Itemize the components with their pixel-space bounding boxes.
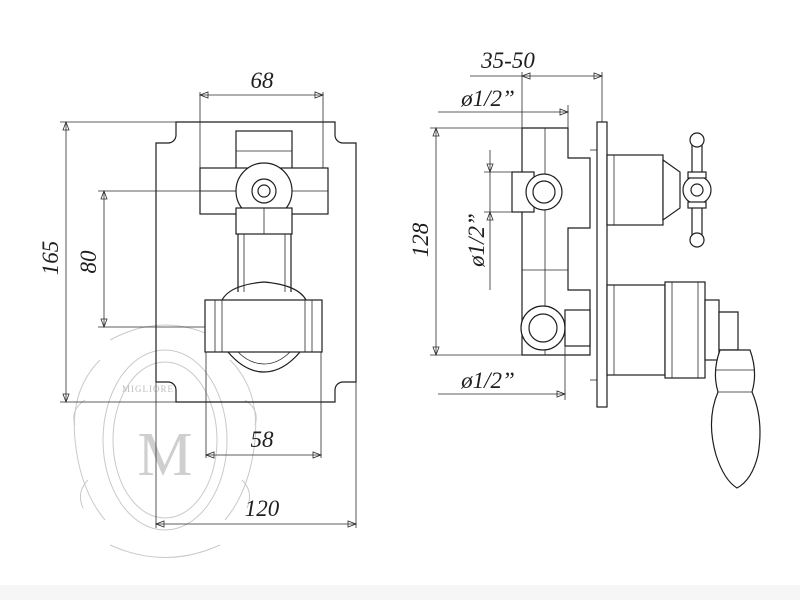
dim-label-128: 128 — [408, 222, 433, 257]
dim-label-68: 68 — [251, 68, 275, 93]
dim-label-58: 58 — [251, 427, 275, 452]
dim-58: 58 — [204, 352, 323, 459]
dim-label-top-outlet: ø1/2” — [460, 86, 515, 111]
wall-plate — [596, 121, 608, 408]
side-outlet-upper — [511, 171, 563, 213]
lever-base — [204, 281, 323, 373]
dim-label-165: 165 — [38, 241, 63, 276]
dim-side-outlet: ø1/2” — [464, 150, 512, 290]
dim-top-outlet: ø1/2” — [438, 86, 570, 128]
dim-165: 165 — [38, 120, 176, 404]
cross-handle — [199, 130, 329, 235]
front-view: 68 165 80 58 — [38, 68, 358, 528]
lower-cartridge — [606, 281, 761, 489]
dim-80: 80 — [76, 189, 236, 329]
lever-handle — [710, 349, 761, 489]
dim-128: 128 — [408, 126, 522, 357]
watermark-logo: MIGLIORE M — [73, 324, 257, 558]
upper-cartridge — [606, 132, 712, 248]
dim-68: 68 — [198, 68, 325, 168]
bottom-band — [0, 585, 800, 600]
dim-label-80: 80 — [76, 250, 101, 274]
dim-label-bottom-outlet: ø1/2” — [460, 368, 515, 393]
watermark-brand: MIGLIORE — [122, 384, 174, 394]
bottom-outlet — [520, 305, 591, 351]
dim-label-35-50: 35-50 — [480, 48, 535, 73]
dim-bottom-outlet: ø1/2” — [438, 346, 567, 400]
dim-120: 120 — [154, 382, 358, 528]
dim-label-120: 120 — [245, 496, 280, 521]
dim-label-side-outlet: ø1/2” — [464, 213, 489, 268]
side-view: 35-50 ø1/2” 128 ø1/2” — [408, 48, 761, 489]
watermark-monogram: M — [137, 421, 192, 489]
dim-35-50: 35-50 — [470, 48, 604, 128]
